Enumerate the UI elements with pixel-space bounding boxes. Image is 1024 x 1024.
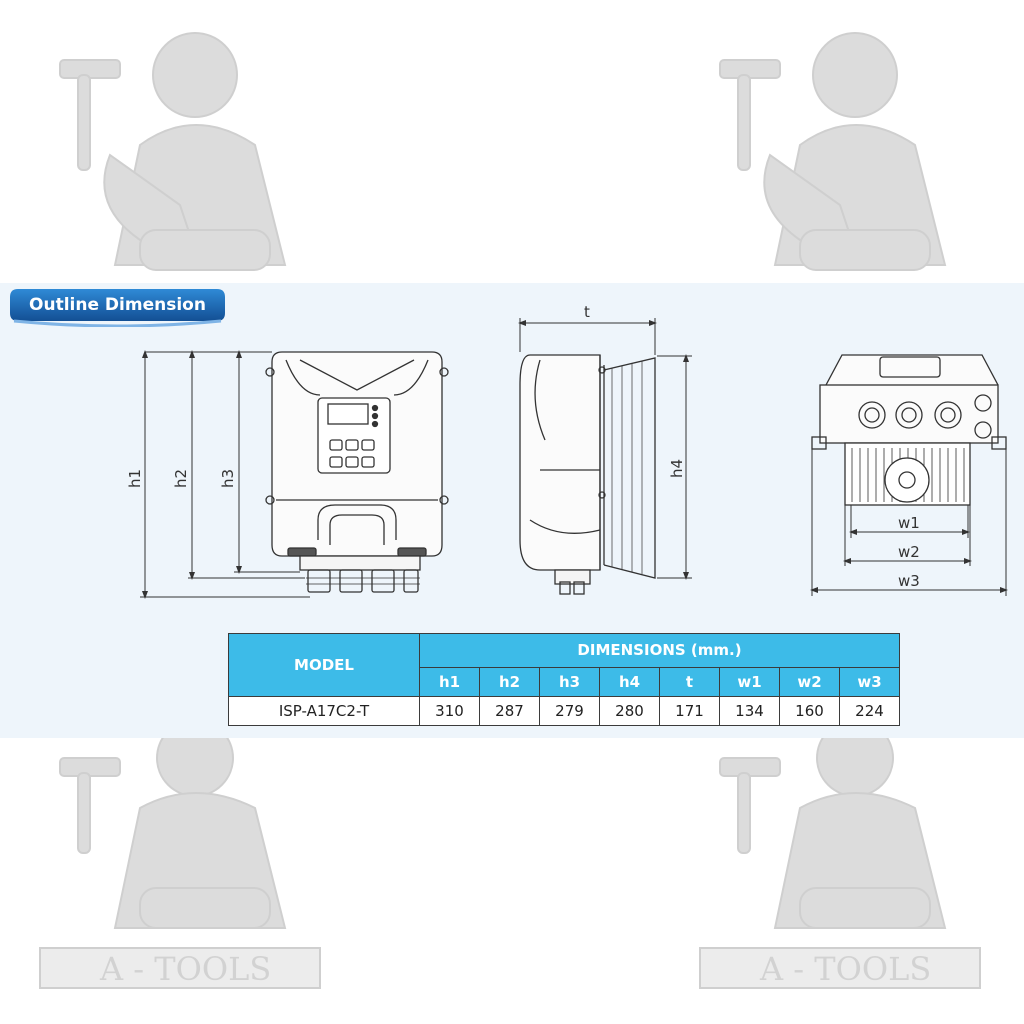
label-w1: w1 bbox=[898, 514, 920, 532]
column-header: h1 bbox=[419, 666, 480, 698]
label-w2: w2 bbox=[898, 543, 920, 561]
column-header: w1 bbox=[719, 666, 780, 698]
column-header: t bbox=[659, 666, 720, 698]
dimensions-header: DIMENSIONS (mm.) bbox=[419, 633, 900, 668]
front-view bbox=[265, 351, 449, 593]
watermark-figure-top-left bbox=[59, 32, 287, 271]
title-badge bbox=[10, 289, 225, 327]
watermark-figure-top-right bbox=[719, 32, 947, 271]
column-header: w2 bbox=[779, 666, 840, 698]
column-header: w3 bbox=[839, 666, 900, 698]
bottom-view bbox=[811, 354, 1007, 506]
table-row: ISP-A17C2-T 310 287 279 280 171 134 160 … bbox=[228, 696, 900, 726]
value-cell: 171 bbox=[659, 696, 720, 726]
value-cell: 310 bbox=[419, 696, 480, 726]
side-view bbox=[519, 354, 656, 595]
label-h3: h3 bbox=[219, 469, 237, 488]
value-cell: 279 bbox=[539, 696, 600, 726]
column-header: h3 bbox=[539, 666, 600, 698]
value-cell: 280 bbox=[599, 696, 660, 726]
page-title: Outline Dimension bbox=[29, 295, 206, 315]
label-w3: w3 bbox=[898, 572, 920, 590]
watermark-text-right: A - TOOLS bbox=[760, 950, 932, 988]
dimensions-table: MODEL DIMENSIONS (mm.) h1 h2 h3 h4 t w1 … bbox=[228, 633, 900, 726]
label-h1: h1 bbox=[126, 469, 144, 488]
model-cell: ISP-A17C2-T bbox=[228, 696, 420, 726]
watermark-text-left: A - TOOLS bbox=[100, 950, 272, 988]
value-cell: 160 bbox=[779, 696, 840, 726]
label-t: t bbox=[584, 303, 590, 321]
watermark-figure-bottom-right bbox=[699, 738, 981, 989]
value-cell: 287 bbox=[479, 696, 540, 726]
column-header: h2 bbox=[479, 666, 540, 698]
value-cell: 224 bbox=[839, 696, 900, 726]
model-header: MODEL bbox=[228, 633, 420, 697]
label-h4: h4 bbox=[668, 459, 686, 478]
watermark-figure-bottom-left bbox=[39, 738, 321, 989]
label-h2: h2 bbox=[172, 469, 190, 488]
column-header: h4 bbox=[599, 666, 660, 698]
value-cell: 134 bbox=[719, 696, 780, 726]
